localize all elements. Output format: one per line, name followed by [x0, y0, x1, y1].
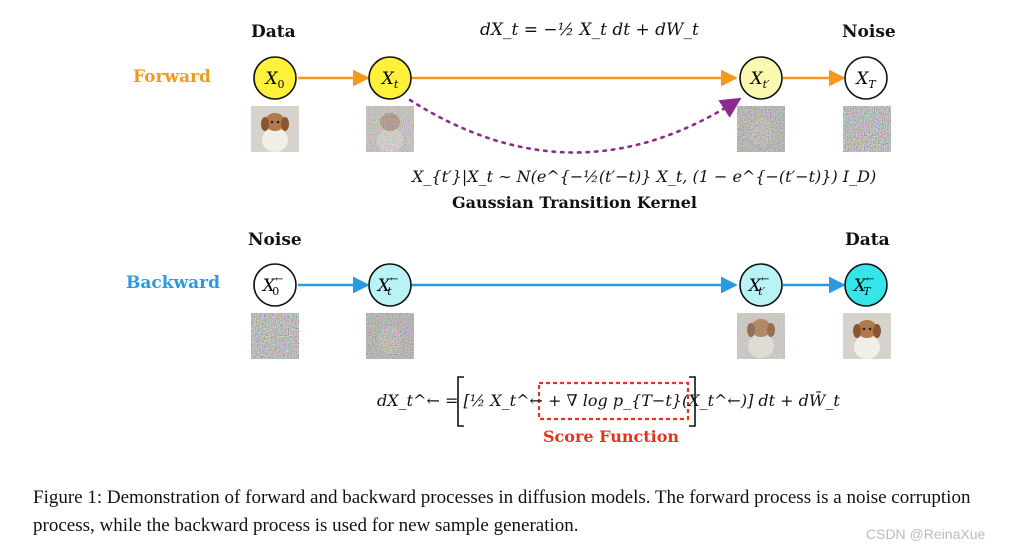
score-function-label: Score Function — [543, 427, 680, 446]
forward-node-xt: Xt — [368, 56, 412, 100]
bracket-left — [457, 376, 464, 427]
svg-text:X←0: X←0 — [261, 274, 284, 298]
forward-node-xtprime: Xt′ — [739, 56, 783, 100]
svg-text:X0: X0 — [263, 69, 284, 91]
header-data-bottom: Data — [845, 230, 890, 250]
backward-node-xtprime: X←t′ — [739, 263, 783, 307]
figure-caption: Figure 1: Demonstration of forward and b… — [33, 487, 971, 536]
transition-kernel-arrow — [408, 97, 742, 154]
forward-node-xT: XT — [844, 56, 888, 100]
backward-node-xt: X←t — [368, 263, 412, 307]
forward-label: Forward — [133, 67, 211, 87]
bracket-right — [689, 376, 696, 427]
kernel-title: Gaussian Transition Kernel — [452, 193, 697, 212]
svg-text:X←t′: X←t′ — [747, 274, 770, 298]
thumb-forward-noise — [843, 106, 891, 152]
backward-label: Backward — [126, 273, 221, 293]
thumb-backward-noise — [251, 313, 299, 359]
thumb-backward-dog — [843, 313, 891, 359]
svg-text:XT: XT — [854, 69, 877, 91]
forward-node-x0: X0 — [253, 56, 297, 100]
svg-text:Xt: Xt — [380, 69, 399, 91]
backward-node-x0: X←0 — [253, 263, 297, 307]
header-data-top: Data — [251, 22, 296, 42]
watermark: CSDN @ReinaXue — [866, 526, 986, 542]
header-noise-bottom: Noise — [248, 230, 302, 250]
svg-text:Xt′: Xt′ — [748, 69, 770, 91]
thumb-forward-noisy-dog — [366, 106, 414, 152]
backward-node-xT: X←T — [844, 263, 888, 307]
backward-sde: dX_t^← = [½ X_t^← + ∇ log p_{T−t}(X_t^←)… — [377, 391, 840, 410]
header-noise-top: Noise — [842, 22, 896, 42]
thumb-forward-very-noisy-dog — [737, 106, 785, 152]
svg-text:X←t: X←t — [376, 274, 399, 298]
thumb-backward-slightly-noisy-dog — [737, 313, 785, 359]
kernel-formula: X_{t′}|X_t ∼ N(e^{−½(t′−t)} X_t, (1 − e^… — [412, 167, 877, 186]
thumb-backward-noisy-dog — [366, 313, 414, 359]
forward-sde: dX_t = −½ X_t dt + dW_t — [480, 20, 699, 40]
score-function-box — [537, 381, 690, 421]
svg-text:X←T: X←T — [852, 274, 875, 298]
thumb-forward-dog — [251, 106, 299, 152]
